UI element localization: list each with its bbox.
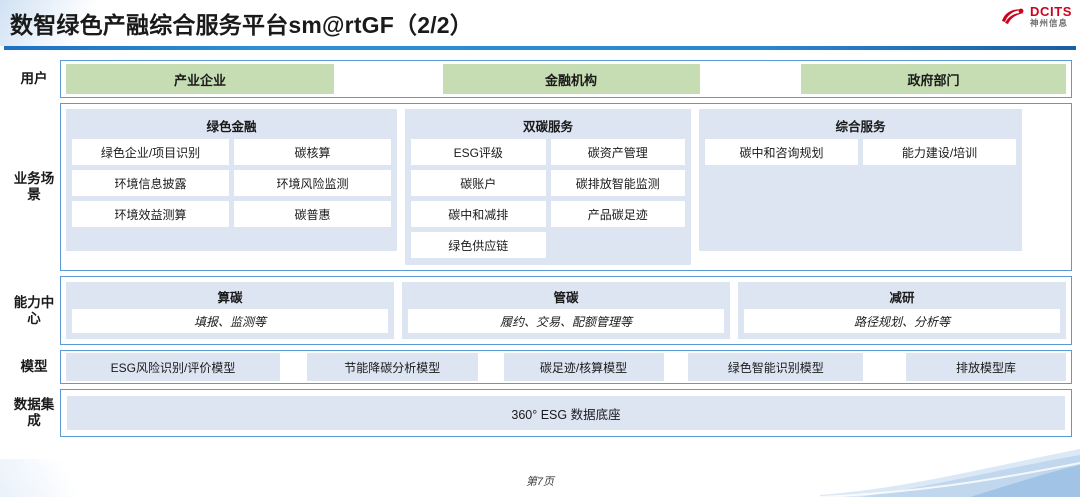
panel-dual-carbon-service: 双碳服务 ESG评级 碳资产管理 碳账户 碳排放智能监测 碳中和减排 产品碳足迹… [405, 109, 691, 265]
user-box-government[interactable]: 政府部门 [801, 64, 1066, 94]
capability-subtitle: 路径规划、分析等 [744, 309, 1060, 333]
panel-title-dual-carbon-service: 双碳服务 [522, 120, 573, 134]
row-capability-center: 能力中心 算碳 填报、监测等 管碳 履约、交易、配额管理等 减研 路径规划、分析… [8, 276, 1072, 345]
scenario-item[interactable]: 产品碳足迹 [550, 201, 685, 227]
user-box-industry[interactable]: 产业企业 [66, 64, 334, 94]
scenario-item[interactable]: 绿色企业/项目识别 [72, 139, 229, 165]
capability-title: 算碳 [217, 291, 243, 305]
model-box[interactable]: ESG风险识别/评价模型 [66, 353, 280, 381]
user-box-financial[interactable]: 金融机构 [442, 64, 700, 94]
panel-items-dual-carbon-service: ESG评级 碳资产管理 碳账户 碳排放智能监测 碳中和减排 产品碳足迹 绿色供应… [411, 139, 685, 258]
logo-text-cn: 神州信息 [1030, 18, 1069, 28]
row-business-scenarios: 业务场景 绿色金融 绿色企业/项目识别 碳核算 环境信息披露 环境风险监测 环境… [8, 103, 1072, 271]
row-label-users: 用户 [20, 71, 48, 87]
row-models: 模型 ESG风险识别/评价模型 节能降碳分析模型 碳足迹/核算模型 绿色智能识别… [8, 350, 1072, 384]
panel-items-comprehensive-service: 碳中和咨询规划 能力建设/培训 [705, 139, 1016, 165]
brand-logo: DCITS 神州信息 [999, 5, 1072, 28]
scenario-item[interactable]: 碳核算 [234, 139, 391, 165]
page-footer: 第7页 [525, 476, 555, 488]
data-platform-box[interactable]: 360° ESG 数据底座 [67, 396, 1065, 430]
decorative-corner-bottom-left [0, 459, 90, 497]
scenario-item[interactable]: 碳账户 [411, 170, 546, 196]
panel-title-green-finance: 绿色金融 [206, 120, 257, 134]
scenario-item[interactable]: 环境风险监测 [234, 170, 391, 196]
row-users: 用户 产业企业 金融机构 政府部门 [8, 60, 1072, 98]
dcits-swirl-icon [1002, 8, 1024, 25]
panel-comprehensive-service: 综合服务 碳中和咨询规划 能力建设/培训 [699, 109, 1022, 251]
scenario-item[interactable]: 环境信息披露 [72, 170, 229, 196]
row-data-integration: 数据集成 360° ESG 数据底座 [8, 389, 1072, 437]
scenario-item[interactable]: 碳中和咨询规划 [705, 139, 858, 165]
panel-green-finance: 绿色金融 绿色企业/项目识别 碳核算 环境信息披露 环境风险监测 环境效益测算 … [66, 109, 397, 251]
row-label-data-integration: 数据集成 [13, 397, 55, 428]
panel-title-comprehensive-service: 综合服务 [835, 120, 886, 134]
row-body-capability-center: 算碳 填报、监测等 管碳 履约、交易、配额管理等 减研 路径规划、分析等 [60, 276, 1072, 345]
page-title: 数智绿色产融综合服务平台sm@rtGF（2/2） [10, 12, 473, 38]
scenario-item[interactable]: ESG评级 [411, 139, 546, 165]
capability-card-reduction-research[interactable]: 减研 路径规划、分析等 [738, 282, 1066, 339]
scenario-item[interactable]: 碳普惠 [234, 201, 391, 227]
scenario-item[interactable]: 绿色供应链 [411, 232, 546, 258]
model-box[interactable]: 节能降碳分析模型 [306, 353, 478, 381]
architecture-grid: 用户 产业企业 金融机构 政府部门 业务场景 绿色金融 绿色企业/项目识别 碳核… [8, 60, 1072, 437]
model-box[interactable]: 绿色智能识别模型 [688, 353, 864, 381]
capability-card-carbon-accounting[interactable]: 算碳 填报、监测等 [66, 282, 394, 339]
panel-items-green-finance: 绿色企业/项目识别 碳核算 环境信息披露 环境风险监测 环境效益测算 碳普惠 [72, 139, 391, 227]
capability-title: 管碳 [553, 291, 579, 305]
decorative-corner-top-left [0, 0, 120, 46]
capability-subtitle: 填报、监测等 [72, 309, 388, 333]
title-divider [4, 46, 1076, 50]
row-label-business-scenarios: 业务场景 [13, 171, 55, 202]
row-label-models: 模型 [20, 359, 48, 375]
row-label-capability-center: 能力中心 [13, 294, 55, 326]
scenario-item[interactable]: 碳排放智能监测 [550, 170, 685, 196]
logo-text-en: DCITS [1030, 4, 1072, 19]
scenario-item[interactable]: 环境效益测算 [72, 201, 229, 227]
swoosh-svg [820, 449, 1080, 497]
decorative-swoosh-bottom-right [820, 449, 1080, 497]
row-body-data-integration: 360° ESG 数据底座 [60, 389, 1072, 437]
row-body-users: 产业企业 金融机构 政府部门 [60, 60, 1072, 98]
row-body-business-scenarios: 绿色金融 绿色企业/项目识别 碳核算 环境信息披露 环境风险监测 环境效益测算 … [60, 103, 1072, 271]
scenario-item[interactable]: 能力建设/培训 [863, 139, 1016, 165]
scenario-item[interactable]: 碳资产管理 [550, 139, 685, 165]
row-body-models: ESG风险识别/评价模型 节能降碳分析模型 碳足迹/核算模型 绿色智能识别模型 … [60, 350, 1072, 384]
scenario-item[interactable]: 碳中和减排 [411, 201, 546, 227]
capability-title: 减研 [889, 291, 915, 305]
capability-subtitle: 履约、交易、配额管理等 [408, 309, 724, 333]
model-box[interactable]: 排放模型库 [906, 353, 1066, 381]
capability-card-carbon-management[interactable]: 管碳 履约、交易、配额管理等 [402, 282, 730, 339]
model-box[interactable]: 碳足迹/核算模型 [503, 353, 664, 381]
